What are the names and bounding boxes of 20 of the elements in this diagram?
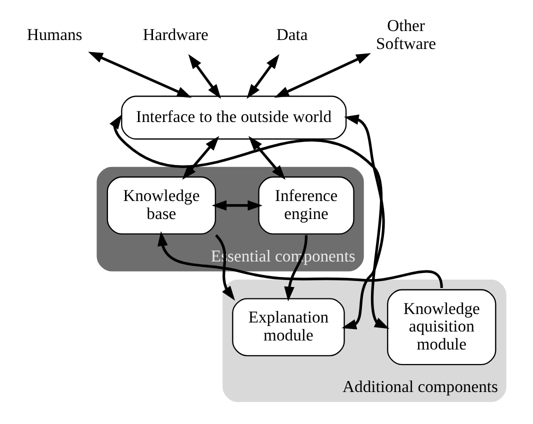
node-text: Humans — [26, 25, 82, 44]
arrow — [274, 53, 371, 98]
arrow — [342, 114, 385, 330]
node-box: Interface to the outside world — [121, 96, 347, 140]
arrow — [188, 54, 222, 99]
arrow — [212, 200, 262, 211]
node-box: Inference engine — [258, 176, 354, 235]
arrow — [182, 136, 220, 180]
node-box: Explanation module — [232, 298, 345, 356]
node-box: Knowledge aquisition module — [387, 289, 496, 366]
node-text: Hardware — [142, 25, 208, 44]
arrow — [110, 114, 390, 329]
node-text: Data — [276, 25, 308, 44]
arrow — [88, 52, 192, 98]
node-box: Knowledge base — [106, 176, 216, 235]
node-text: Other Software — [376, 16, 436, 53]
arrow — [248, 136, 286, 180]
arrow — [215, 234, 236, 301]
arrow — [246, 54, 280, 99]
arrow — [284, 235, 308, 302]
